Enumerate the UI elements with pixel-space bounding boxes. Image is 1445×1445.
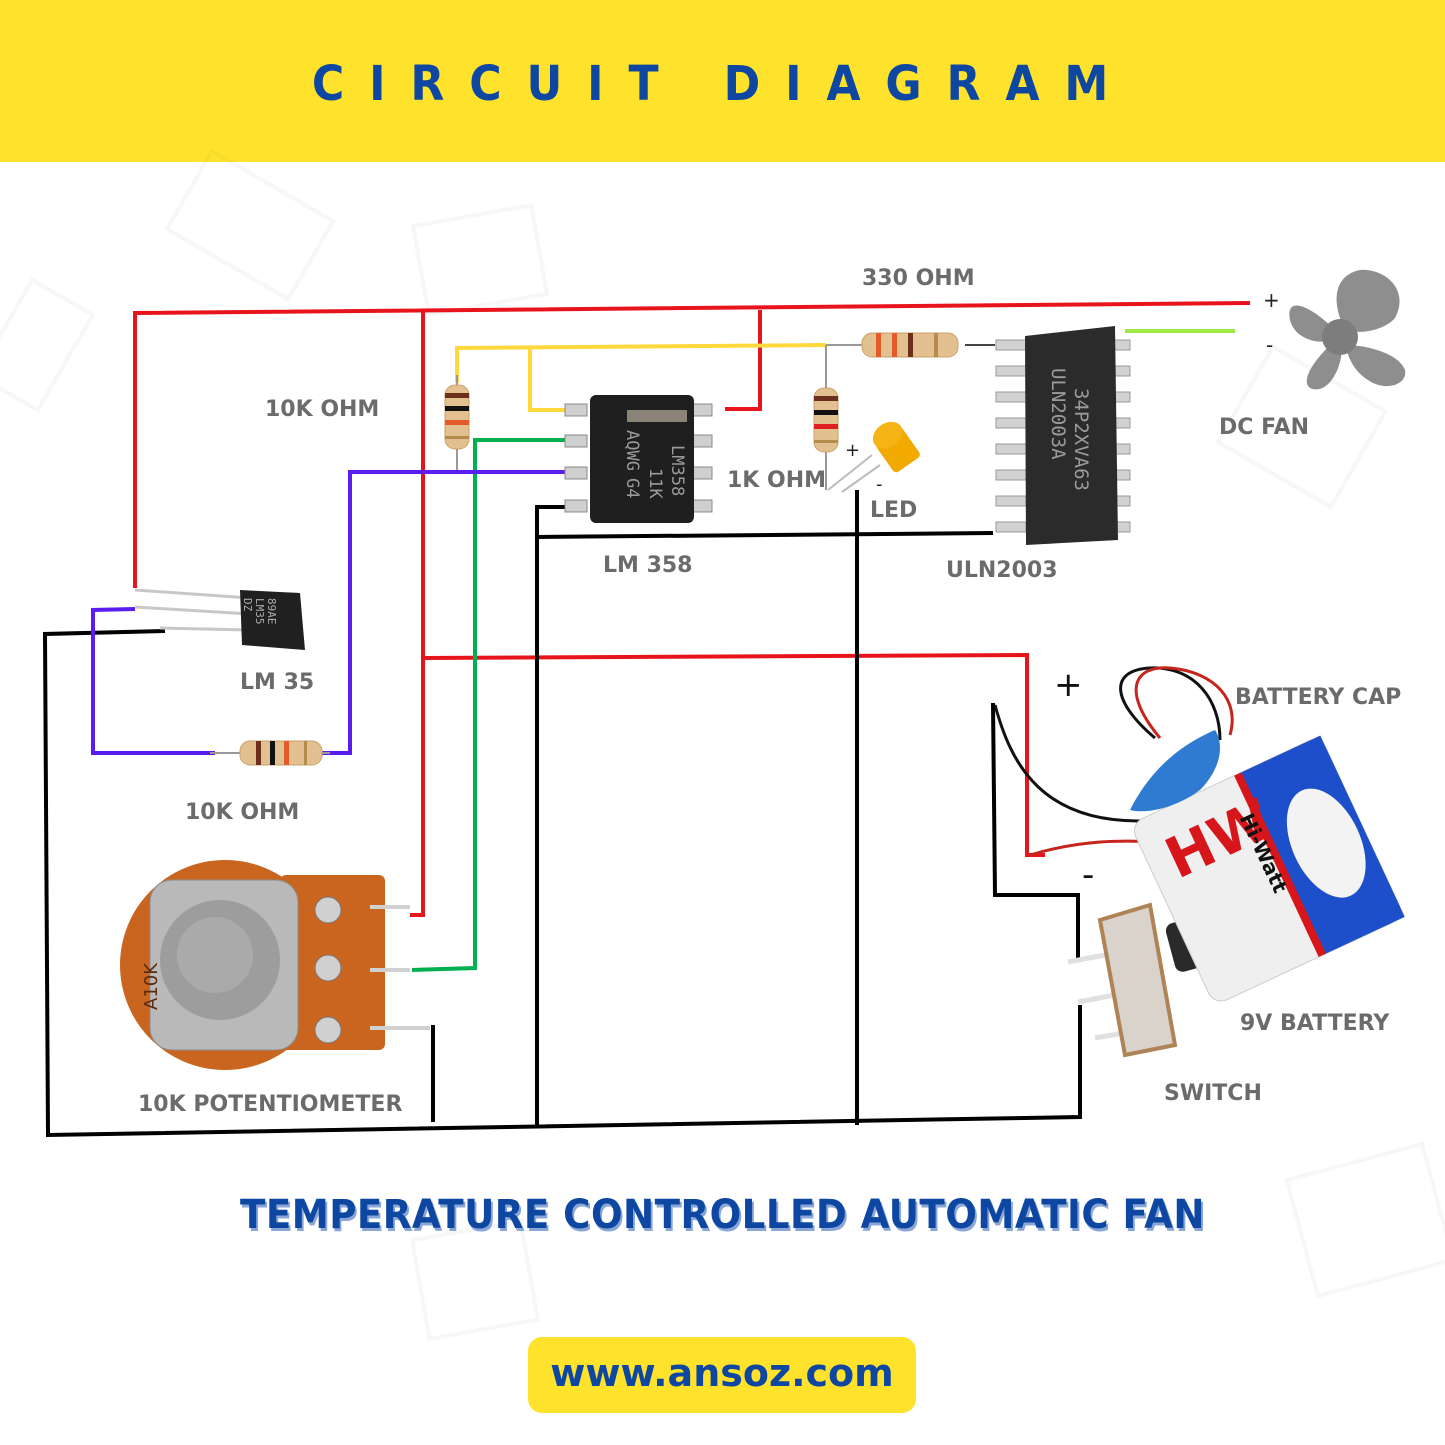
- label-lm35: LM 35: [240, 670, 315, 695]
- svg-text:11K: 11K: [645, 468, 665, 499]
- resistor-1k: [813, 345, 839, 490]
- svg-text:AQWG: AQWG: [622, 430, 642, 471]
- wire-ground: [42, 490, 1082, 1138]
- label-battery-cap: BATTERY CAP: [1235, 685, 1402, 710]
- battery-9v: HW Hi-Watt: [1134, 735, 1405, 1002]
- resistor-10k-sensor: [210, 740, 330, 766]
- label-1k-ohm: 1K OHM: [727, 468, 827, 493]
- wire-purple: [91, 470, 567, 755]
- svg-text:DZ: DZ: [241, 598, 254, 612]
- led-plus-sign: +: [845, 440, 861, 461]
- battery-plus-sign: +: [1054, 665, 1083, 705]
- led-minus-sign: -: [876, 474, 883, 495]
- label-330-ohm: 330 OHM: [862, 266, 975, 291]
- battery-minus-sign: -: [1082, 855, 1095, 895]
- page-title: CIRCUIT DIAGRAM: [311, 56, 1134, 112]
- led: [827, 421, 920, 493]
- label-10k-ohm-bottom: 10K OHM: [185, 800, 300, 825]
- label-lm358: LM 358: [603, 553, 693, 578]
- label-dc-fan: DC FAN: [1219, 415, 1310, 440]
- wire-green: [411, 438, 567, 972]
- battery-negative-lead: [993, 704, 1161, 823]
- lm358-chip: LM358 11K AQWG G4: [564, 395, 713, 523]
- wire-yellow: [455, 343, 827, 412]
- lm35-sensor: 89AE LM35 DZ: [134, 588, 305, 650]
- fan-plus-sign: +: [1263, 288, 1280, 312]
- label-switch: SWITCH: [1164, 1081, 1262, 1106]
- wire-positive-rail: [133, 301, 1251, 917]
- website-badge[interactable]: www.ansoz.com: [528, 1337, 916, 1413]
- website-link[interactable]: www.ansoz.com: [550, 1351, 894, 1395]
- resistor-10k-feedback: [444, 375, 470, 470]
- svg-text:LM35: LM35: [253, 598, 266, 625]
- fan-icon: [1289, 269, 1406, 390]
- svg-text:A10K: A10K: [141, 962, 162, 1010]
- battery-cap-wire-black: [1119, 666, 1222, 741]
- potentiometer: A10K: [120, 860, 430, 1070]
- svg-text:89AE: 89AE: [265, 598, 278, 625]
- uln2003-marking: ULN2003A: [1047, 368, 1069, 460]
- uln2003-chip: ULN2003A 34P2XVA63: [995, 326, 1131, 545]
- pcb-watermark: [0, 148, 1445, 1342]
- label-9v-battery: 9V BATTERY: [1240, 1011, 1390, 1036]
- battery-cap: [1130, 730, 1220, 812]
- header-banner: CIRCUIT DIAGRAM: [0, 0, 1445, 162]
- battery-cap-wire-red: [1134, 666, 1234, 739]
- label-led: LED: [870, 498, 918, 523]
- svg-text:34P2XVA63: 34P2XVA63: [1070, 388, 1092, 491]
- resistor-330: [826, 332, 959, 358]
- label-potentiometer: 10K POTENTIOMETER: [138, 1092, 403, 1117]
- lm358-marking: LM358: [667, 445, 687, 496]
- footer-title: TEMPERATURE CONTROLLED AUTOMATIC FAN: [239, 1192, 1206, 1238]
- label-uln2003: ULN2003: [946, 558, 1058, 583]
- label-10k-ohm-top: 10K OHM: [265, 397, 380, 422]
- fan-minus-sign: -: [1266, 333, 1274, 357]
- svg-text:G4: G4: [622, 478, 642, 498]
